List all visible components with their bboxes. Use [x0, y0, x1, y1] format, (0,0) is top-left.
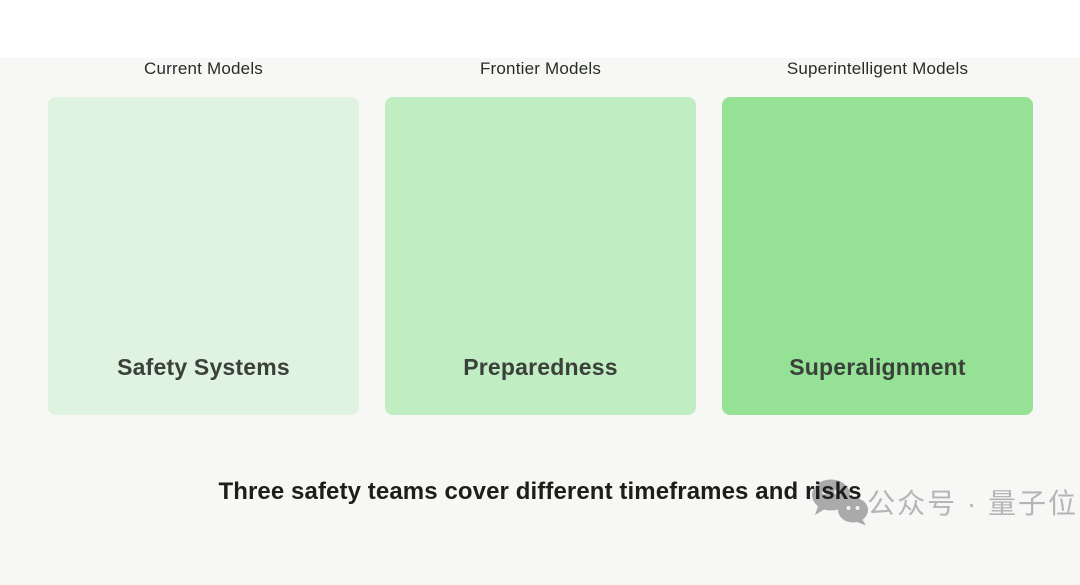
preparedness-box: Preparedness [385, 97, 696, 415]
superalignment-label: Superalignment [789, 354, 966, 380]
column-title-current-models: Current Models [143, 59, 263, 78]
watermark-text: 公众号 · 量子位 [867, 488, 1078, 519]
column-title-frontier-models: Frontier Models [479, 59, 602, 78]
wechat-chat-bubbles-icon [812, 479, 869, 526]
caption-row: 公众号 · 量子位 Three safety teams cover diffe… [0, 478, 1080, 538]
column-current-models: Current Models Safety Systems [48, 58, 359, 415]
column-title-superintelligent-models: Superintelligent Models [786, 59, 969, 78]
columns-row: Current Models Safety Systems Frontier M… [0, 58, 1080, 415]
figure-canvas: Current Models Safety Systems Frontier M… [0, 58, 1080, 585]
superalignment-box: Superalignment [722, 97, 1033, 415]
preparedness-label: Preparedness [463, 354, 618, 380]
figure-caption: Three safety teams cover different timef… [218, 478, 862, 505]
column-superintelligent-models: Superintelligent Models Superalignment [722, 58, 1033, 415]
safety-systems-label: Safety Systems [117, 354, 290, 380]
watermark: 公众号 · 量子位 [809, 478, 1078, 526]
column-frontier-models: Frontier Models Preparedness [385, 58, 696, 415]
safety-systems-box: Safety Systems [48, 97, 359, 415]
